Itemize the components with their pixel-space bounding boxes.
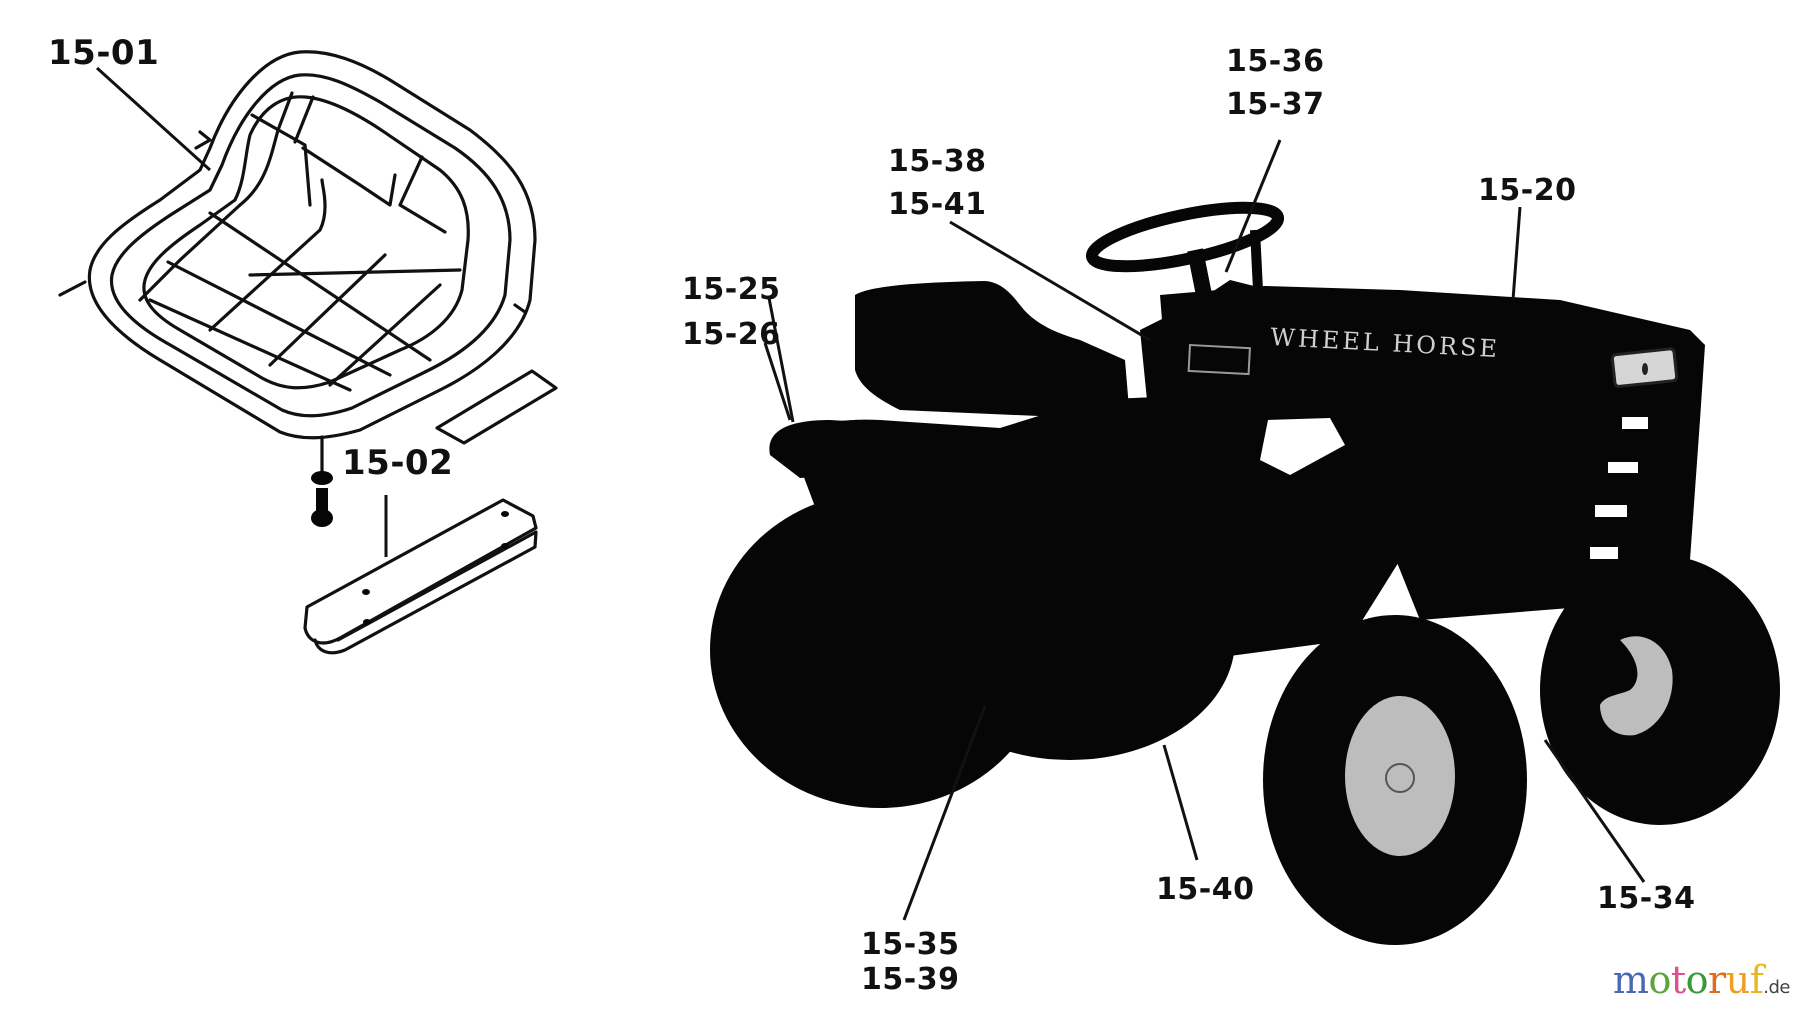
tractor-silhouette: WHEEL HORSE (710, 201, 1780, 945)
callout-15-35: 15-35 (861, 927, 960, 962)
callout-15-01: 15-01 (48, 33, 160, 73)
seat-drawing (58, 50, 537, 440)
seat-bolt (311, 435, 333, 527)
logo-letter: o (1648, 958, 1671, 1002)
logo-letter: r (1708, 958, 1726, 1002)
motoruf-watermark: motoruf.de (1612, 958, 1791, 1002)
callout-15-37: 15-37 (1226, 87, 1325, 122)
callout-15-40: 15-40 (1156, 872, 1255, 907)
callout-15-02: 15-02 (342, 443, 454, 483)
callout-15-20: 15-20 (1478, 173, 1577, 208)
logo-letter: t (1670, 958, 1686, 1002)
leader-lines (95, 66, 1646, 921)
logo-letter: m (1612, 958, 1649, 1002)
callout-15-41: 15-41 (888, 187, 987, 222)
callout-15-25: 15-25 (682, 272, 781, 307)
logo-letter: f (1749, 958, 1764, 1002)
logo-letter: u (1725, 958, 1750, 1002)
logo-tld: .de (1763, 977, 1790, 998)
seat-decal (435, 369, 558, 445)
callout-15-26: 15-26 (682, 317, 781, 352)
callout-15-38: 15-38 (888, 144, 987, 179)
logo-letter: o (1685, 958, 1709, 1002)
callout-15-34: 15-34 (1597, 881, 1696, 916)
callout-15-39: 15-39 (861, 962, 960, 997)
callout-15-36: 15-36 (1226, 44, 1325, 79)
seat-bracket (303, 498, 538, 655)
